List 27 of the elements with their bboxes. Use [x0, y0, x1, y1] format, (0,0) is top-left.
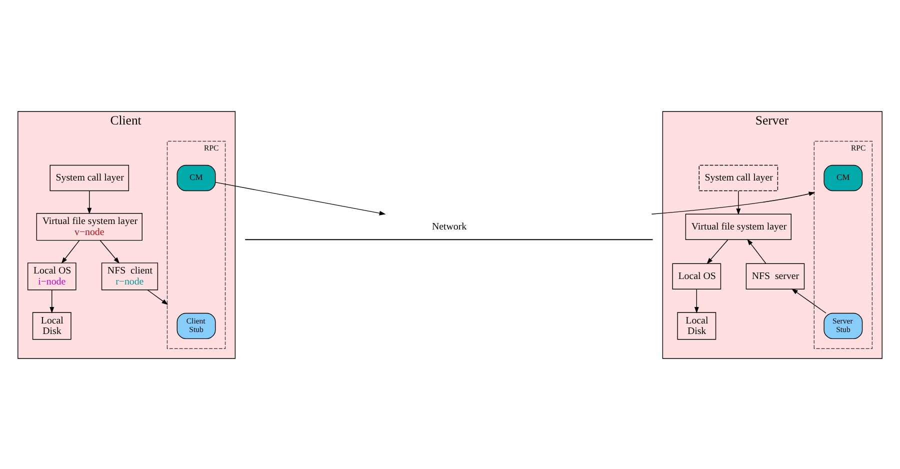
- arrow: [61, 240, 80, 264]
- arrow: [651, 191, 816, 214]
- node-box: Local OS i−node: [27, 262, 76, 290]
- arrow: [87, 190, 92, 214]
- arrow: [747, 238, 766, 264]
- node-box: NFS server: [746, 262, 805, 289]
- node-box: Local Disk: [677, 312, 716, 340]
- arrow: [50, 289, 54, 313]
- node-box: Local OS: [672, 262, 722, 289]
- node-box: System call layer: [698, 164, 778, 191]
- node-box: System call layer: [50, 164, 130, 191]
- node-box: Local Disk: [32, 312, 72, 340]
- node-box: NFS client r−node: [101, 262, 158, 290]
- arrow: [100, 240, 120, 264]
- arrow: [736, 190, 741, 214]
- node-box: Client Stub: [176, 312, 216, 339]
- node-box: CM: [176, 164, 216, 191]
- arrow: [706, 238, 728, 264]
- node-box: CM: [824, 164, 863, 191]
- node-box: Virtual file system layer: [685, 213, 792, 240]
- node-text: Network: [432, 220, 467, 232]
- node-box: Server Stub: [824, 312, 863, 339]
- arrow: [147, 289, 168, 304]
- arrow: [215, 181, 386, 215]
- arrow: [694, 288, 699, 313]
- arrow: [791, 288, 826, 313]
- node-box: Virtual file system layer v−node: [36, 212, 142, 240]
